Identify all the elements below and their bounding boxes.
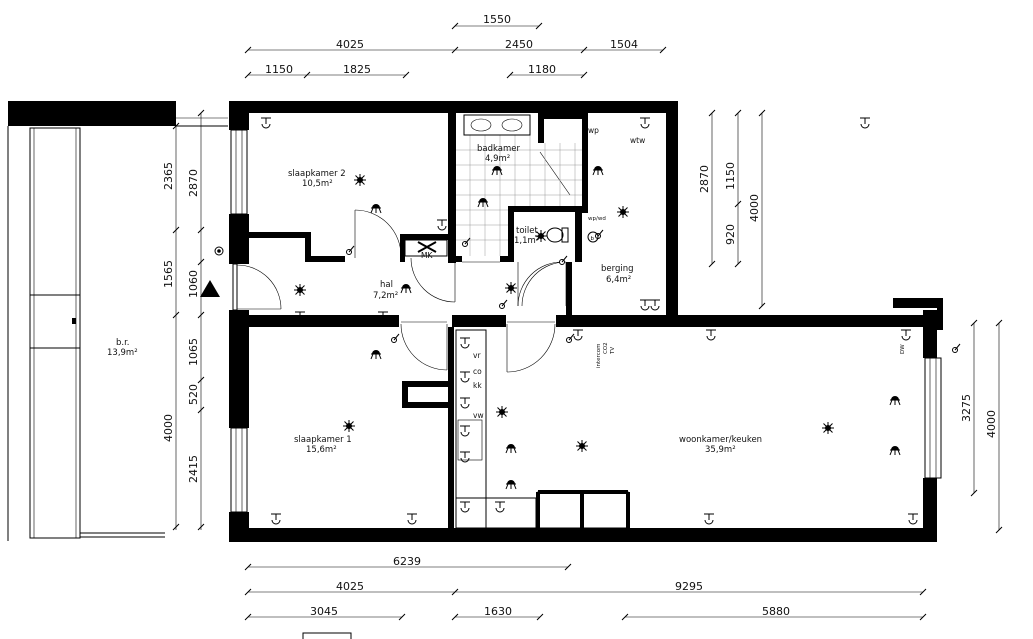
meter-cupboard: MK (404, 239, 448, 260)
dim-left-1565: 1565 (162, 260, 175, 288)
dim-bottom-1630: 1630 (484, 605, 512, 618)
dim-bottom-3045: 3045 (310, 605, 338, 618)
walls (229, 101, 943, 542)
dim-right-4000: 4000 (748, 194, 761, 222)
woonkamer-name: woonkamer/keuken (679, 435, 762, 445)
toilet-name: toilet (516, 226, 538, 236)
device-labels: wp wtw wp/wd vr co kk vw b intercom CO2 … (473, 126, 906, 420)
dim-left-2365: 2365 (162, 162, 175, 190)
badkamer-name: badkamer (477, 144, 520, 154)
dim-top-2450: 2450 (505, 38, 533, 51)
dim-top-1504: 1504 (610, 38, 638, 51)
dim-left-2415: 2415 (187, 455, 200, 483)
dim-top-1150: 1150 (265, 63, 293, 76)
kk-label: kk (473, 381, 482, 390)
dimensions-right: 2870 1150 4000 920 3275 4000 (698, 109, 1003, 534)
vr-label: vr (473, 351, 481, 360)
mk-label: MK (421, 251, 433, 260)
slaapkamer2-name: slaapkamer 2 (288, 169, 346, 179)
dim-right-920: 920 (724, 224, 737, 245)
balkon-area: 13,9m² (107, 348, 138, 358)
balkon-name: b.r. (116, 338, 130, 348)
dim-top-1180: 1180 (528, 63, 556, 76)
vw-label: vw (473, 411, 484, 420)
dim-left-4000: 4000 (162, 414, 175, 442)
dim-left-1065: 1065 (187, 338, 200, 366)
dim-bottom-9295: 9295 (675, 580, 703, 593)
dim-right-4000b: 4000 (985, 410, 998, 438)
intercom-label: intercom (596, 344, 602, 368)
dim-bottom-6239: 6239 (393, 555, 421, 568)
dim-left-2870: 2870 (187, 169, 200, 197)
wtw-label: wtw (630, 136, 645, 145)
hal-area: 7,2m² (373, 291, 398, 301)
dimensions-left: 2365 2870 1565 1060 1065 520 4000 2415 (162, 109, 205, 531)
berging-area: 6,4m² (606, 275, 631, 285)
berging-name: berging (601, 264, 634, 274)
dim-right-1150: 1150 (724, 162, 737, 190)
dim-bottom-4025: 4025 (336, 580, 364, 593)
dim-left-1060: 1060 (187, 270, 200, 298)
toilet-area: 1,1m² (514, 236, 539, 246)
slaapkamer2-area: 10,5m² (302, 179, 333, 189)
dim-top-4025: 4025 (336, 38, 364, 51)
wpwd-label: wp/wd (588, 216, 606, 222)
slaapkamer1-name: slaapkamer 1 (294, 435, 352, 445)
room-labels: slaapkamer 2 10,5m² badkamer 4,9m² toile… (107, 144, 762, 455)
dw-label: DW (900, 344, 906, 354)
slaapkamer1-area: 15,6m² (306, 445, 337, 455)
dim-right-3275: 3275 (960, 394, 973, 422)
tv-label: TV (610, 347, 616, 355)
balcony (7, 101, 228, 541)
bell-icon (214, 246, 224, 256)
entrance-arrow-icon (200, 280, 220, 297)
dimensions-top: 1550 4025 2450 1504 1150 1825 1180 (244, 13, 667, 79)
dim-top-1825: 1825 (343, 63, 371, 76)
windows (230, 129, 942, 513)
dim-bottom-5880: 5880 (762, 605, 790, 618)
wp-label: wp (588, 126, 599, 135)
dim-top-1550: 1550 (483, 13, 511, 26)
co2-label: CO2 (603, 342, 609, 354)
woonkamer-area: 35,9m² (705, 445, 736, 455)
co-label: co (473, 367, 482, 376)
badkamer-area: 4,9m² (485, 154, 510, 164)
dim-right-2870: 2870 (698, 165, 711, 193)
bathroom-tiles (456, 114, 582, 256)
hal-name: hal (380, 280, 393, 290)
dimensions-bottom: 6239 4025 9295 3045 1630 5880 (244, 555, 927, 639)
dim-left-520: 520 (187, 384, 200, 405)
kitchen-counter (455, 329, 630, 529)
b-label: b (591, 236, 595, 242)
